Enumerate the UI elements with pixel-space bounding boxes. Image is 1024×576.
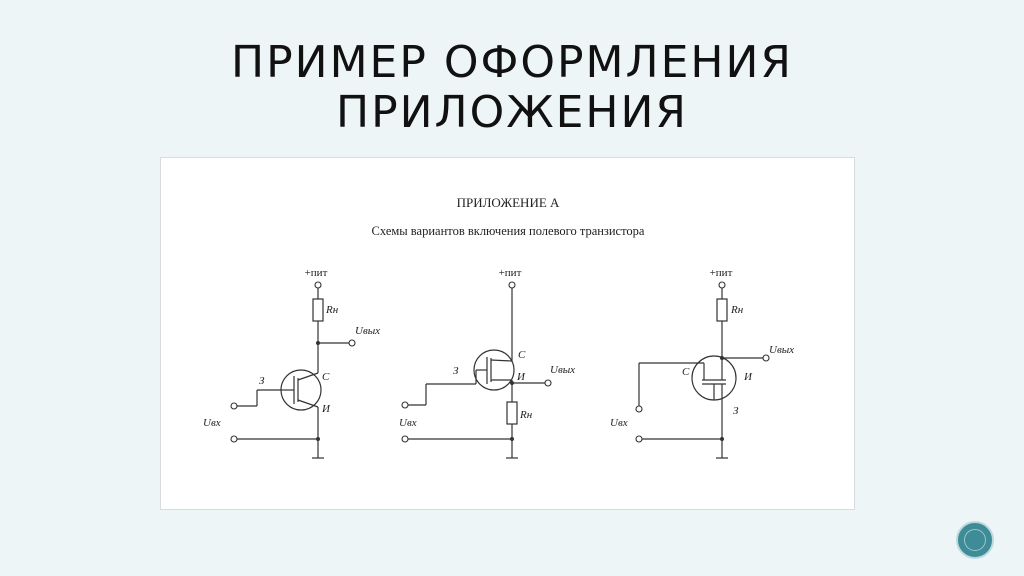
supply-label: +пит xyxy=(710,267,733,279)
appendix-title: ПРИЛОЖЕНИЕ А xyxy=(457,195,560,210)
input-label: Uвх xyxy=(399,417,417,429)
appendix-figure: ПРИЛОЖЕНИЕ А Схемы вариантов включения п… xyxy=(160,157,855,510)
input-terminal-bottom xyxy=(230,435,238,443)
circuit-common-gate: +пит Rн Uвых С И З Uвх xyxy=(610,267,794,459)
source-label: И xyxy=(516,371,526,383)
drain-label: С xyxy=(322,371,330,383)
input-label: Uвх xyxy=(203,417,221,429)
circuit-diagrams: ПРИЛОЖЕНИЕ А Схемы вариантов включения п… xyxy=(203,195,794,459)
input-terminal-top xyxy=(401,401,409,409)
input-terminal-bottom xyxy=(635,435,643,443)
supply-terminal xyxy=(508,281,516,289)
drain-label: С xyxy=(682,366,690,378)
load-resistor xyxy=(506,401,518,425)
source-label: И xyxy=(743,371,753,383)
supply-label: +пит xyxy=(305,267,328,279)
output-terminal xyxy=(762,354,770,362)
slide-title-line-2: ПРИЛОЖЕНИЯ xyxy=(335,87,689,138)
gate-label: З xyxy=(733,405,739,417)
input-terminal-top xyxy=(230,402,238,410)
resistor-label: Rн xyxy=(730,304,744,316)
fet-transistor xyxy=(473,349,515,391)
slide-badge[interactable] xyxy=(956,521,994,559)
resistor-label: Rн xyxy=(519,409,533,421)
output-label: Uвых xyxy=(355,325,380,337)
supply-label: +пит xyxy=(499,267,522,279)
output-label: Uвых xyxy=(769,344,794,356)
supply-terminal xyxy=(718,281,726,289)
output-terminal xyxy=(348,339,356,347)
figure-caption: Схемы вариантов включения полевого транз… xyxy=(372,224,645,238)
slide-title: ПРИМЕР ОФОРМЛЕНИЯ ПРИЛОЖЕНИЯ xyxy=(0,38,1024,138)
input-terminal-bottom xyxy=(401,435,409,443)
gate-label: З xyxy=(453,365,459,377)
input-label: Uвх xyxy=(610,417,628,429)
output-label: Uвых xyxy=(550,364,575,376)
badge-ring-icon xyxy=(964,529,986,551)
load-resistor xyxy=(312,298,324,322)
source-label: И xyxy=(321,403,331,415)
circuit-common-drain: +пит С З И Uвых Rн Uвх xyxy=(399,267,575,459)
resistor-label: Rн xyxy=(325,304,339,316)
load-resistor xyxy=(716,298,728,322)
input-terminal-top xyxy=(635,405,643,413)
circuit-common-source: +пит Rн Uвых З С И Uвх xyxy=(203,267,380,459)
drain-label: С xyxy=(518,349,526,361)
output-terminal xyxy=(544,379,552,387)
gate-label: З xyxy=(259,375,265,387)
slide-title-line-1: ПРИМЕР ОФОРМЛЕНИЯ xyxy=(231,37,793,88)
supply-terminal xyxy=(314,281,322,289)
